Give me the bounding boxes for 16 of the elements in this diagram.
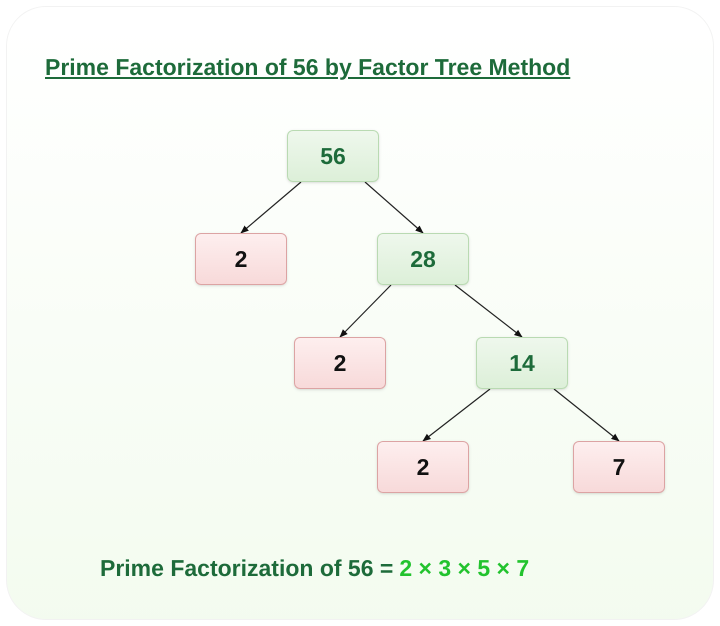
arrow <box>364 182 424 234</box>
prime-number-box: 2 <box>377 441 469 493</box>
composite-number-box: 14 <box>476 337 568 389</box>
result-text: Prime Factorization of 56 = <box>100 554 394 583</box>
composite-number-box: 28 <box>377 233 469 285</box>
prime-number-box: 2 <box>195 233 287 285</box>
title: Prime Factorization of 56 by Factor Tree Method <box>45 53 570 82</box>
arrow <box>240 182 302 234</box>
arrow <box>454 284 523 338</box>
arrow <box>339 284 392 338</box>
arrow <box>554 388 620 442</box>
composite-number-box: 56 <box>287 130 379 182</box>
arrow <box>422 388 490 442</box>
prime-number-box: 7 <box>573 441 665 493</box>
factor-product: 2 × 3 × 5 × 7 <box>399 554 530 583</box>
prime-number-box: 2 <box>294 337 386 389</box>
